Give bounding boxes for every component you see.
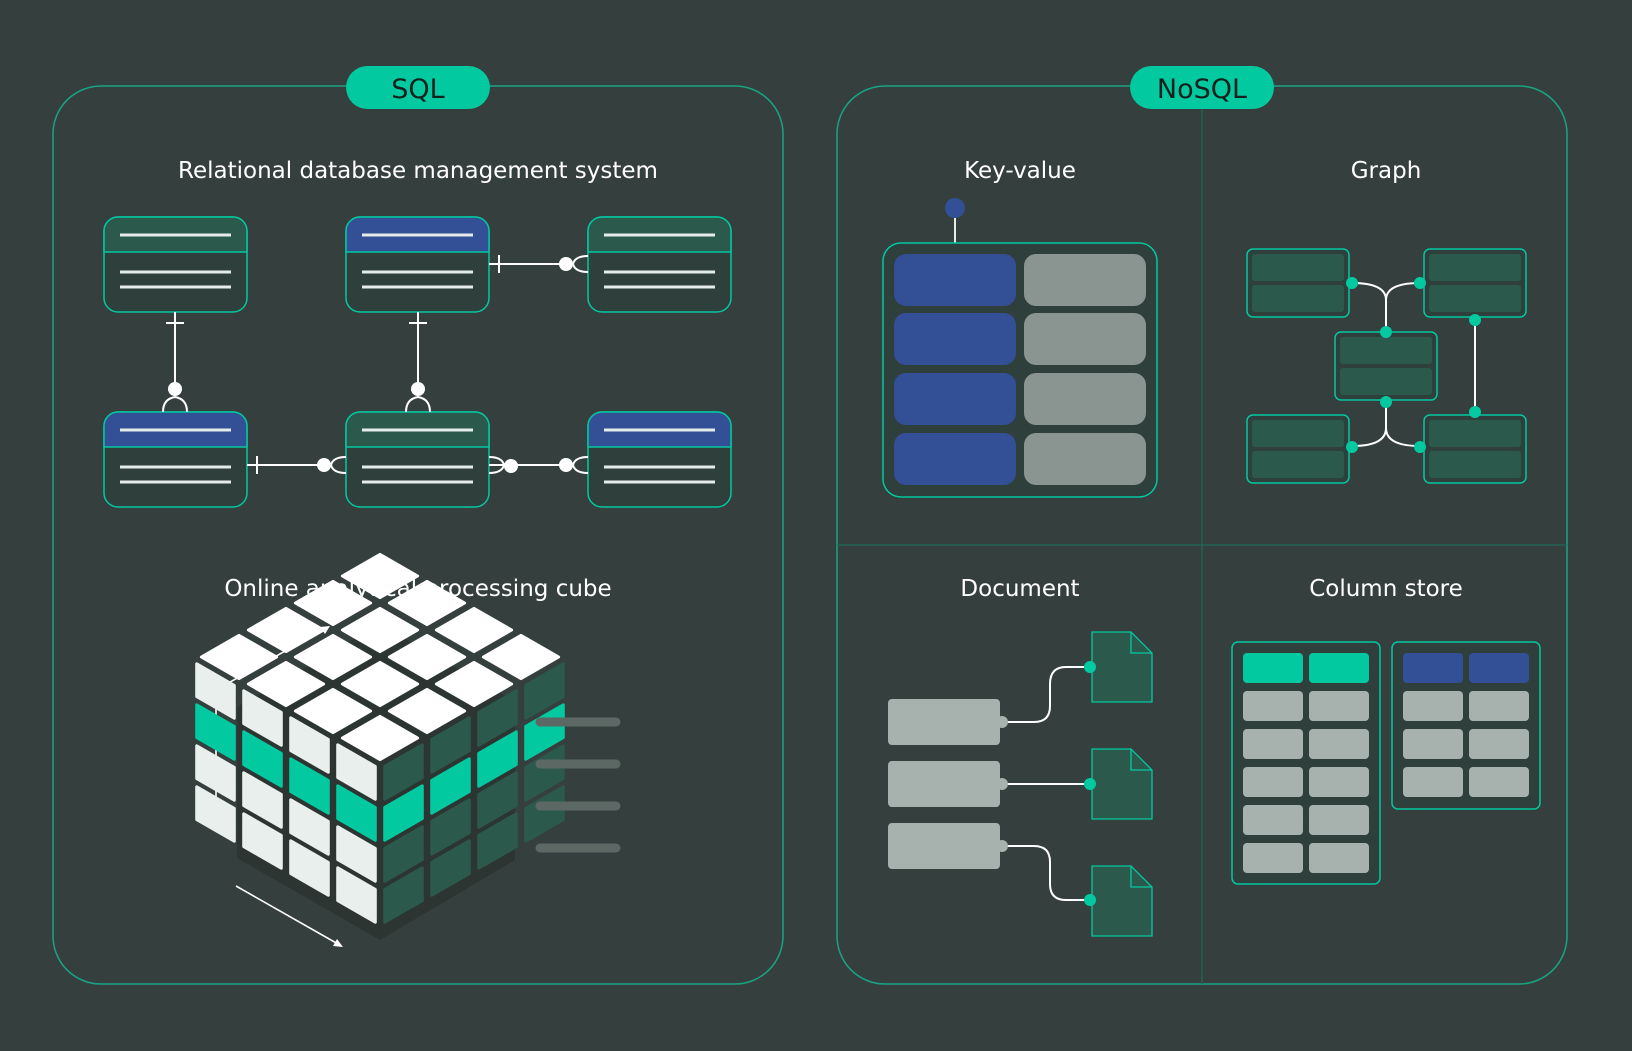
entity-table-icon bbox=[345, 411, 490, 508]
document-file-icon bbox=[1084, 748, 1153, 820]
graph-node-icon bbox=[1334, 331, 1438, 401]
column-store bbox=[1231, 641, 1541, 885]
graph-title: Graph bbox=[1351, 158, 1422, 184]
rdbms-tables bbox=[103, 216, 732, 508]
entity-table-icon bbox=[103, 216, 248, 313]
sql-badge-label: SQL bbox=[391, 74, 444, 105]
crows-foot-connector-icon bbox=[162, 255, 589, 474]
document-store bbox=[888, 631, 1153, 937]
graph-store bbox=[1246, 248, 1527, 484]
graph-node-icon bbox=[1423, 414, 1527, 484]
entity-table-icon bbox=[587, 216, 732, 313]
graph-node-icon bbox=[1246, 414, 1350, 484]
document-title: Document bbox=[960, 576, 1079, 602]
entity-table-icon bbox=[345, 216, 490, 313]
document-file-icon bbox=[1084, 631, 1153, 703]
nosql-badge bbox=[1130, 66, 1274, 109]
entity-table-icon bbox=[103, 411, 248, 508]
entity-table-icon bbox=[587, 411, 732, 508]
graph-node-icon bbox=[1423, 248, 1527, 318]
key-value-store bbox=[882, 198, 1158, 498]
key-value-title: Key-value bbox=[964, 158, 1076, 184]
nosql-badge-label: NoSQL bbox=[1157, 74, 1247, 105]
rdbms-title: Relational database management system bbox=[178, 158, 658, 184]
graph-node-icon bbox=[1246, 248, 1350, 318]
document-file-icon bbox=[1084, 865, 1153, 937]
column-store-title: Column store bbox=[1309, 576, 1463, 602]
olap-cube-icon bbox=[195, 552, 621, 947]
sql-badge bbox=[346, 66, 490, 109]
